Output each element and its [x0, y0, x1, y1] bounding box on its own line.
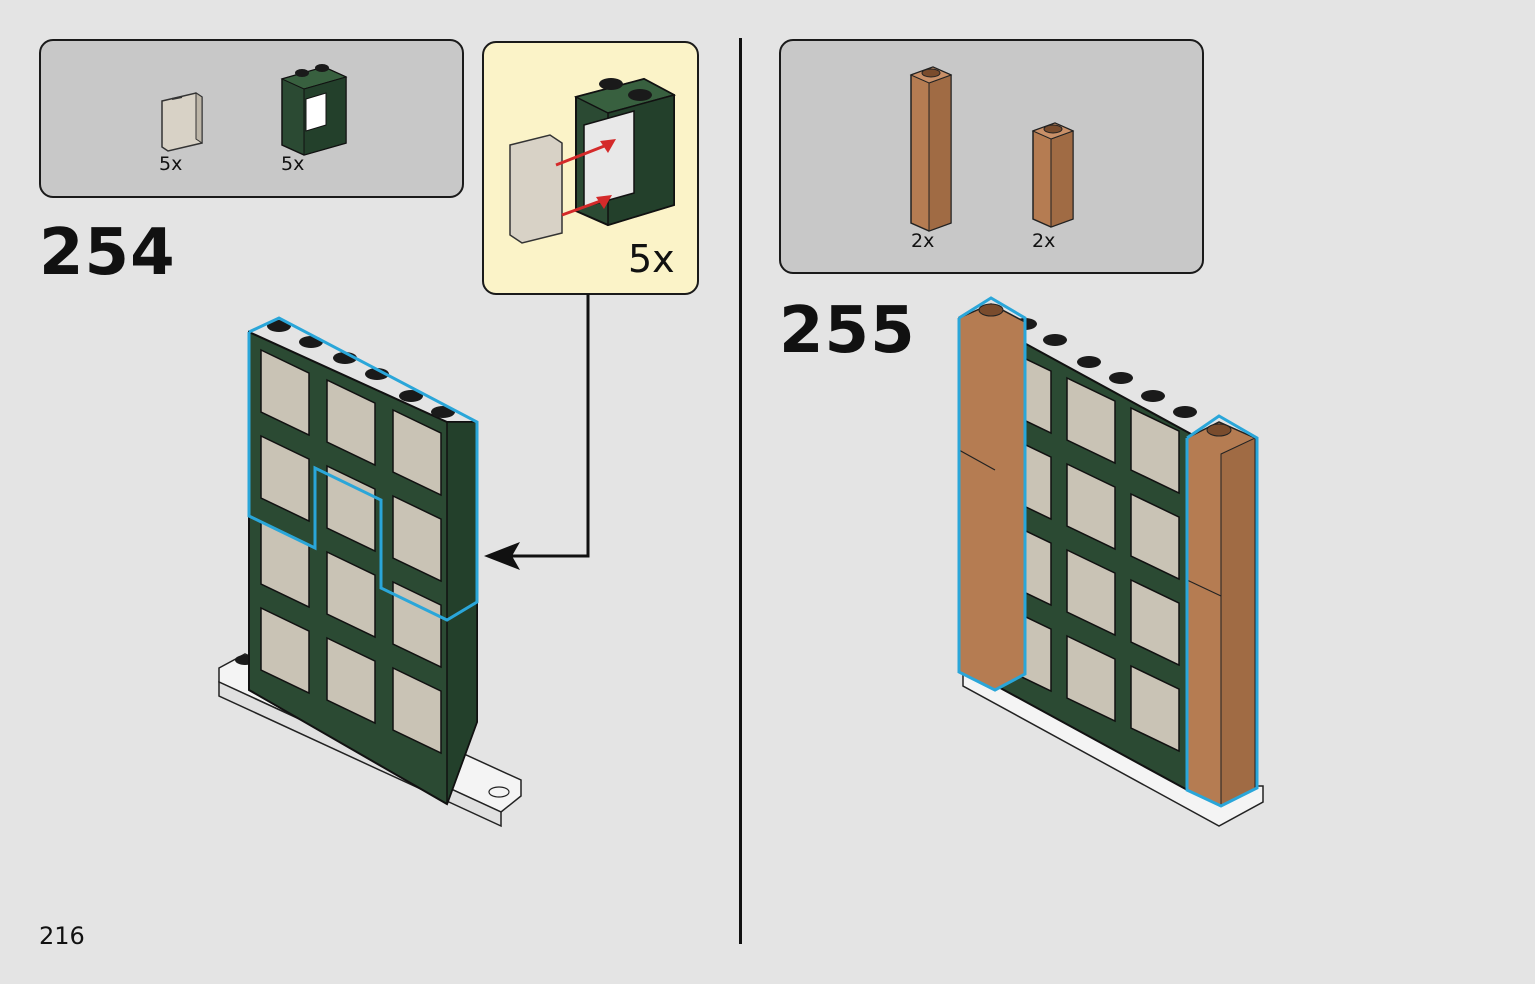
- window-pane: [1130, 578, 1180, 667]
- part-quantity: 5x: [159, 153, 183, 175]
- step-divider: [739, 38, 742, 944]
- window-pane: [1066, 634, 1116, 723]
- tall-brick-icon: [909, 66, 953, 232]
- part-quantity: 2x: [911, 230, 935, 252]
- window-pane: [1066, 548, 1116, 637]
- window-pane: [392, 666, 442, 755]
- glass-pane-icon: [161, 92, 203, 152]
- window-pane: [260, 606, 310, 695]
- page-number: 216: [39, 922, 85, 950]
- short-brick-icon: [1031, 122, 1075, 228]
- part-quantity: 5x: [281, 153, 305, 175]
- step-number: 254: [39, 216, 176, 290]
- window-pane: [260, 348, 310, 437]
- window-pane: [392, 408, 442, 497]
- window-pane: [392, 580, 442, 669]
- callout-quantity: 5x: [628, 237, 675, 281]
- parts-list-step-255: 2x 2x: [779, 39, 1204, 274]
- step-number: 255: [779, 294, 916, 368]
- part-quantity: 2x: [1032, 230, 1056, 252]
- window-wall-with-pillars-model: [957, 296, 1264, 827]
- window-wall-model: [218, 316, 522, 828]
- window-pane: [1130, 406, 1180, 495]
- sub-assembly-callout: 5x: [482, 41, 699, 295]
- window-pane: [260, 434, 310, 523]
- window-pane: [326, 550, 376, 639]
- window-pane: [326, 636, 376, 725]
- window-pane: [1130, 492, 1180, 581]
- window-pane: [1066, 376, 1116, 465]
- parts-list-step-254: 5x 5x: [39, 39, 464, 198]
- window-pane: [392, 494, 442, 583]
- window-pane: [1130, 664, 1180, 753]
- window-assembly-icon: [509, 77, 677, 244]
- window-pane: [326, 464, 376, 553]
- callout-pointer-arrow: [484, 294, 590, 570]
- window-frame-icon: [280, 64, 348, 156]
- window-pane: [1066, 462, 1116, 551]
- window-pane: [326, 378, 376, 467]
